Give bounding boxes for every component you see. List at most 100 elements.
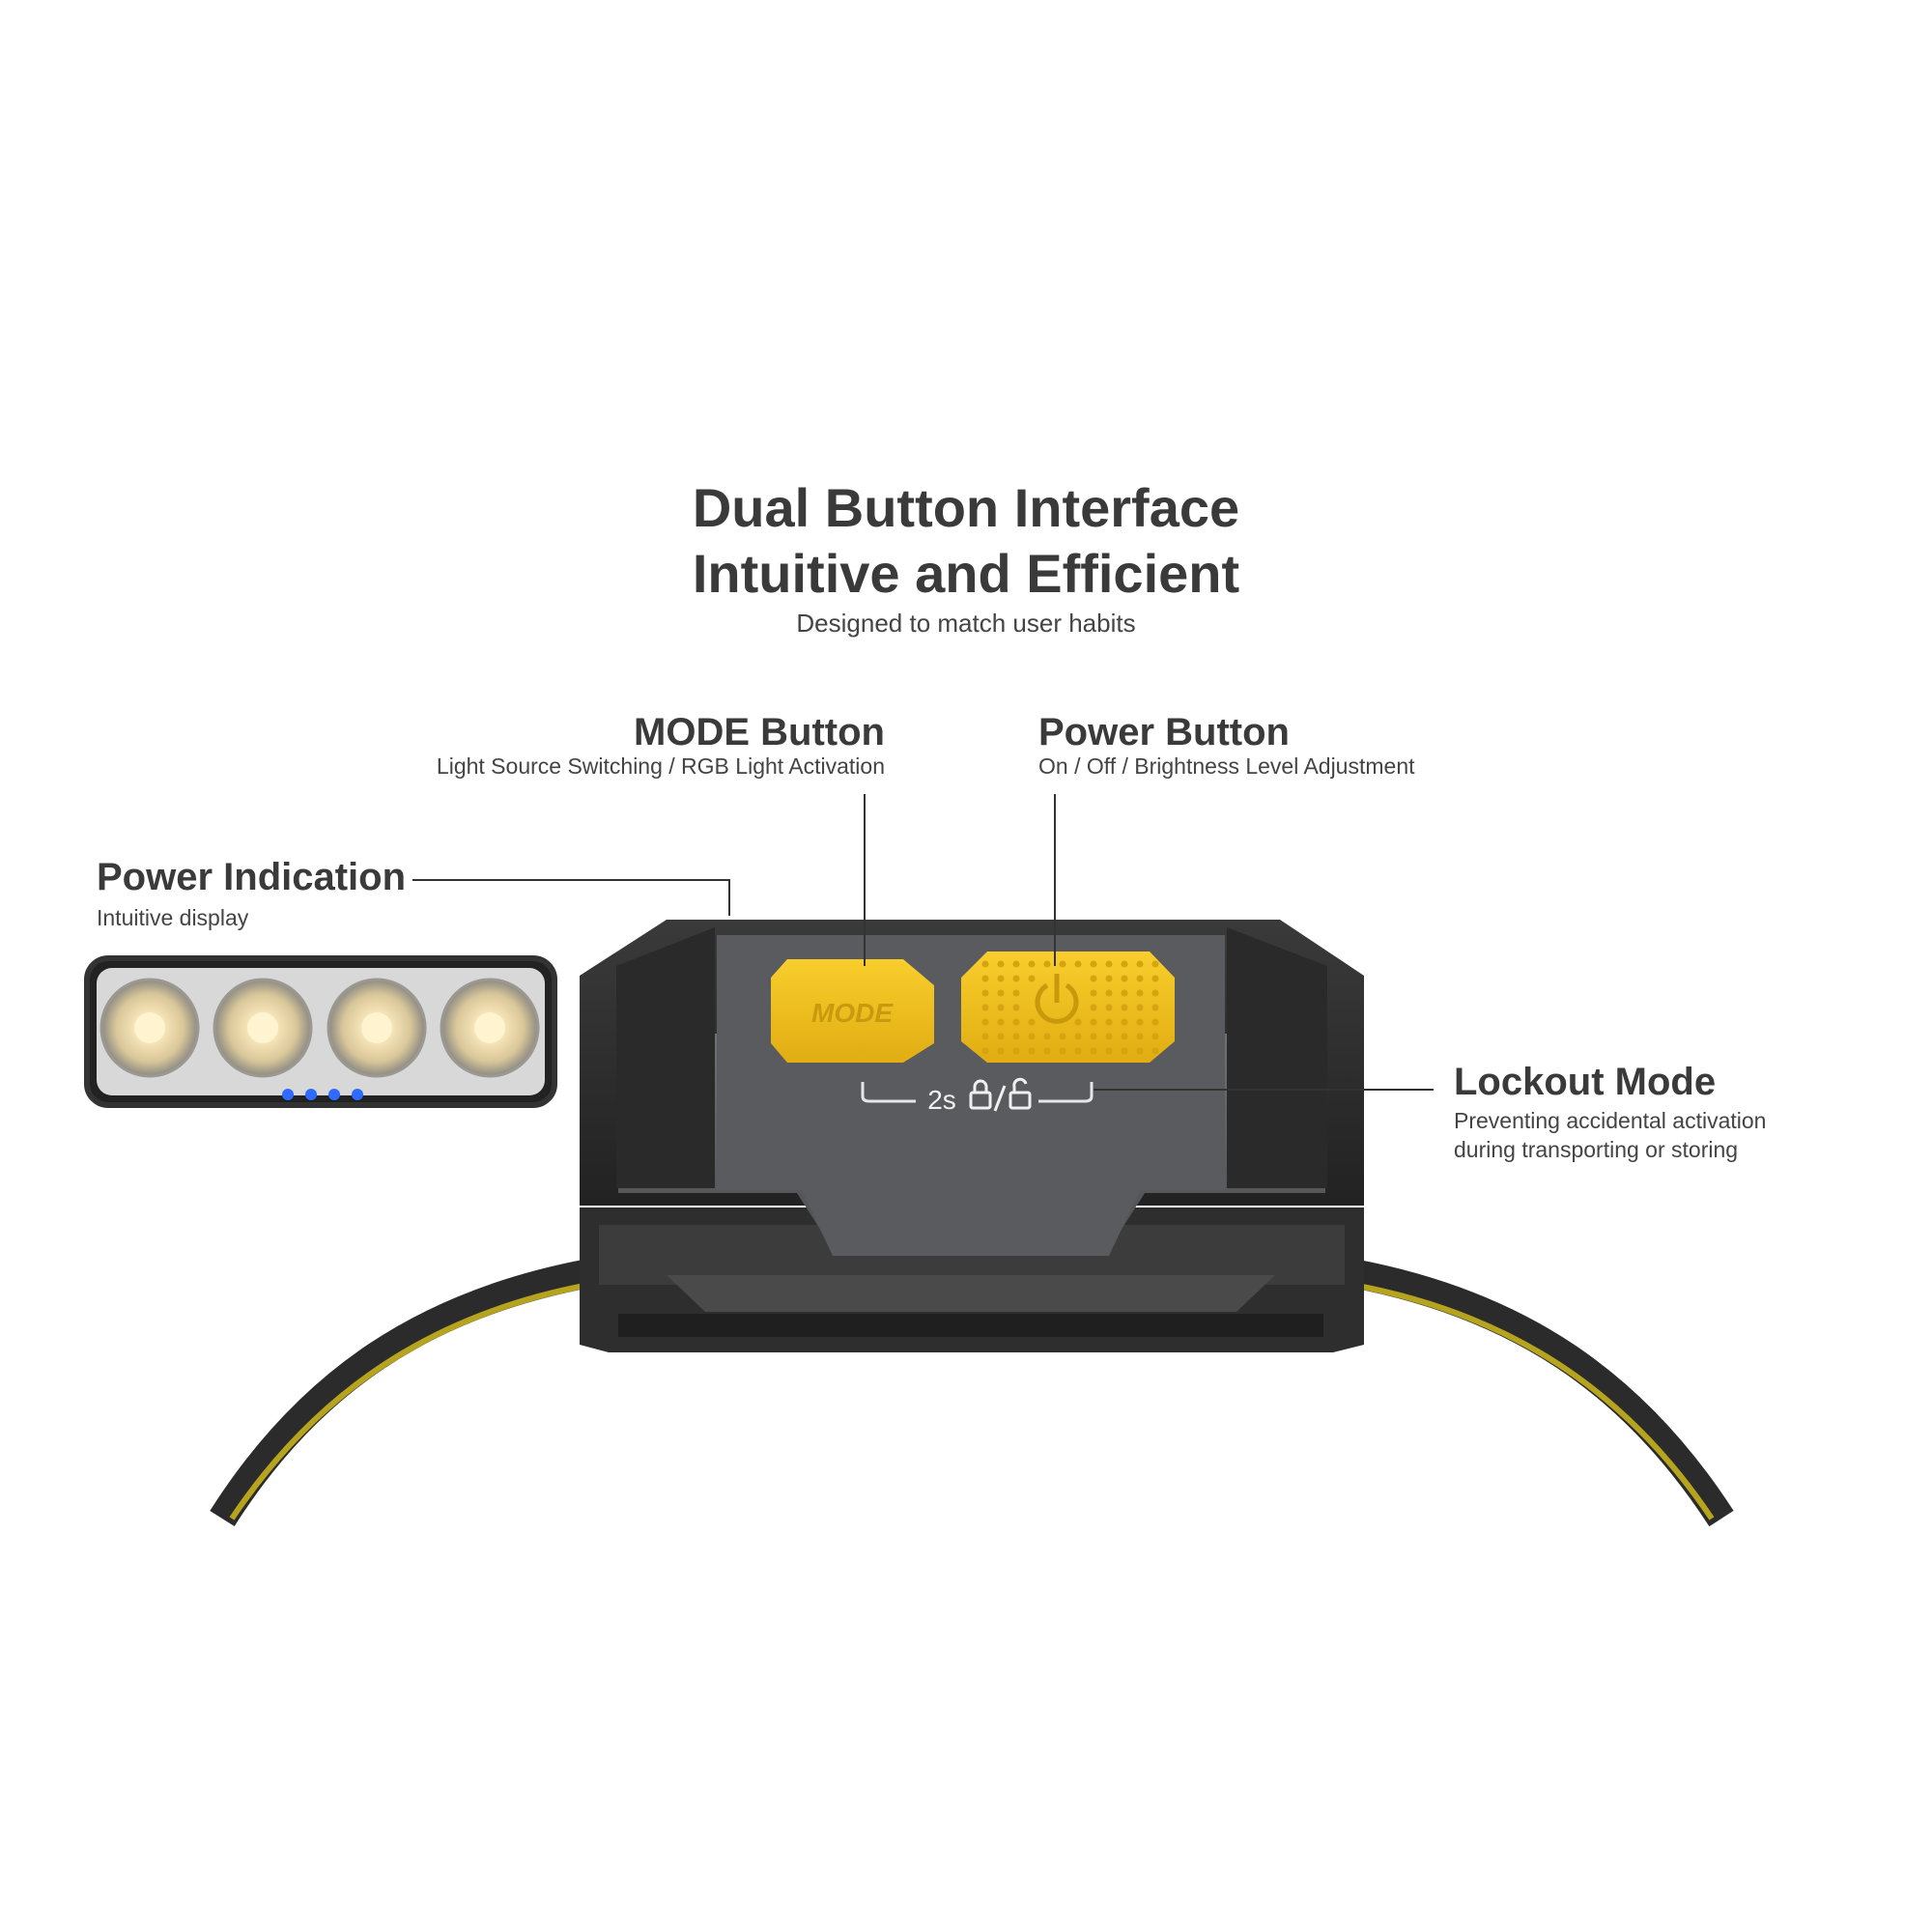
texture-dot — [1043, 1047, 1051, 1055]
texture-dot — [1151, 1004, 1159, 1011]
texture-dot — [1105, 1018, 1113, 1026]
led-core-1 — [134, 1012, 165, 1043]
texture-dot — [1059, 960, 1066, 968]
texture-dot — [1059, 1047, 1066, 1055]
texture-dot — [1090, 975, 1097, 982]
texture-dot — [1090, 1033, 1097, 1040]
texture-dot — [997, 1047, 1005, 1055]
power-button-texture — [981, 960, 1159, 1055]
texture-dot — [1151, 1018, 1159, 1026]
power-button-callout-desc: On / Off / Brightness Level Adjustment — [1038, 753, 1415, 779]
texture-dot — [1121, 960, 1128, 968]
texture-dot — [1012, 1047, 1020, 1055]
battery-dot-3 — [328, 1089, 340, 1100]
texture-dot — [1151, 1047, 1159, 1055]
texture-dot — [997, 975, 1005, 982]
power-button-callout-title: Power Button — [1038, 711, 1290, 753]
texture-dot — [997, 989, 1005, 997]
texture-dot — [1074, 1018, 1082, 1026]
texture-dot — [1136, 1047, 1144, 1055]
texture-dot — [997, 1033, 1005, 1040]
page-title-line2: Intuitive and Efficient — [692, 543, 1240, 604]
power-indication-leader — [412, 879, 730, 916]
texture-dot — [1151, 975, 1159, 982]
texture-dot — [1090, 1047, 1097, 1055]
texture-dot — [1028, 1033, 1036, 1040]
texture-dot — [1121, 989, 1128, 997]
texture-dot — [1012, 1033, 1020, 1040]
texture-dot — [1136, 989, 1144, 997]
power-indication-callout-title: Power Indication — [97, 856, 407, 898]
led-lenses — [99, 978, 540, 1078]
mode-button-callout-desc: Light Source Switching / RGB Light Activ… — [436, 753, 885, 779]
texture-dot — [1151, 1033, 1159, 1040]
texture-dot — [1043, 960, 1051, 968]
lock-separator — [993, 1085, 1007, 1112]
mount-bracket — [580, 1208, 1364, 1352]
texture-dot — [1105, 975, 1113, 982]
mode-button-callout-title: MODE Button — [634, 711, 885, 753]
texture-dot — [1012, 960, 1020, 968]
texture-dot — [1090, 1018, 1097, 1026]
texture-dot — [1121, 1047, 1128, 1055]
texture-dot — [981, 989, 989, 997]
texture-dot — [981, 960, 989, 968]
texture-dot — [1136, 1018, 1144, 1026]
lock-open-icon — [1009, 1077, 1032, 1110]
texture-dot — [1136, 1004, 1144, 1011]
battery-dot-4 — [352, 1089, 363, 1100]
callout-leader-lines — [412, 794, 1434, 1091]
texture-dot — [1105, 1004, 1113, 1011]
texture-dot — [1074, 1047, 1082, 1055]
texture-dot — [1105, 1033, 1113, 1040]
lock-hint-duration: 2s — [927, 1085, 956, 1115]
battery-dot-2 — [305, 1089, 317, 1100]
page-title-line1: Dual Button Interface — [692, 477, 1240, 538]
led-core-3 — [361, 1012, 392, 1043]
power-indication-inset — [84, 955, 557, 1108]
texture-dot — [981, 1004, 989, 1011]
texture-dot — [1121, 1018, 1128, 1026]
texture-dot — [981, 975, 989, 982]
mode-button-label: MODE — [811, 998, 894, 1028]
texture-dot — [1028, 975, 1036, 982]
texture-dot — [1028, 1018, 1036, 1026]
texture-dot — [1121, 975, 1128, 982]
texture-dot — [981, 1033, 989, 1040]
texture-dot — [1105, 1047, 1113, 1055]
texture-dot — [1136, 975, 1144, 982]
texture-dot — [1105, 989, 1113, 997]
lock-hint: 2s — [861, 1077, 1094, 1115]
texture-dot — [1012, 989, 1020, 997]
led-core-4 — [474, 1012, 505, 1043]
texture-dot — [1028, 960, 1036, 968]
mode-button[interactable]: MODE — [771, 959, 934, 1063]
texture-dot — [1028, 1047, 1036, 1055]
power-button[interactable] — [961, 952, 1175, 1063]
power-indication-callout-desc: Intuitive display — [97, 905, 249, 930]
texture-dot — [981, 1047, 989, 1055]
texture-dot — [1059, 1033, 1066, 1040]
texture-dot — [981, 1018, 989, 1026]
page-subtitle: Designed to match user habits — [796, 609, 1136, 638]
texture-dot — [1090, 1004, 1097, 1011]
texture-dot — [997, 1018, 1005, 1026]
texture-dot — [1090, 989, 1097, 997]
texture-dot — [997, 960, 1005, 968]
texture-dot — [1121, 1004, 1128, 1011]
power-icon — [1035, 974, 1079, 1024]
texture-dot — [1012, 1018, 1020, 1026]
led-core-2 — [247, 1012, 278, 1043]
texture-dot — [1151, 989, 1159, 997]
lockout-mode-callout-desc-line2: during transporting or storing — [1454, 1137, 1739, 1162]
battery-indicator-dots — [282, 1089, 363, 1100]
texture-dot — [1136, 960, 1144, 968]
lock-closed-icon — [969, 1079, 992, 1110]
battery-dot-1 — [282, 1089, 294, 1100]
texture-dot — [1136, 1033, 1144, 1040]
lockout-mode-callout-title: Lockout Mode — [1454, 1061, 1717, 1103]
texture-dot — [1074, 1033, 1082, 1040]
lockout-mode-callout-desc-line1: Preventing accidental activation — [1454, 1108, 1767, 1133]
texture-dot — [1074, 960, 1082, 968]
